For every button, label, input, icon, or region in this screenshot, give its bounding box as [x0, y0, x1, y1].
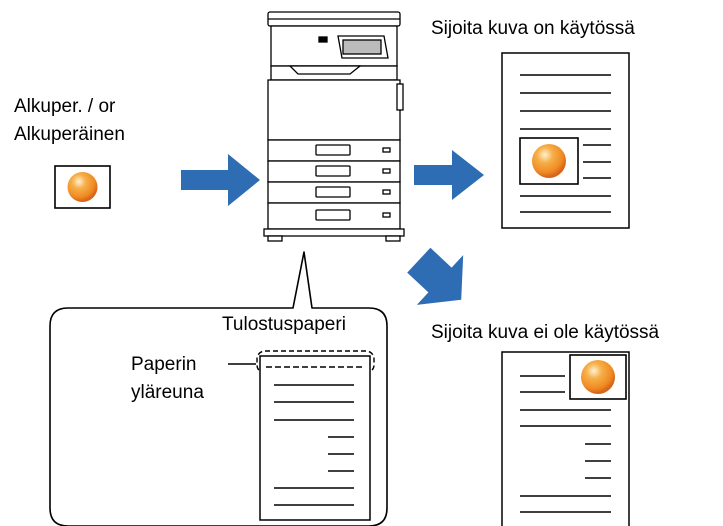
output-paper-sheet [259, 355, 371, 521]
input-arrow-icon [181, 154, 260, 206]
paper-top-label-line2: yläreuna [131, 382, 204, 403]
output-arrow-on-icon [414, 150, 484, 200]
output-arrow-off-icon [407, 247, 464, 305]
paper-top-label-line1: Paperin [131, 354, 197, 375]
original-label-line2: Alkuperäinen [14, 124, 125, 145]
placed-image-on-icon [519, 137, 579, 185]
paper-top-indicator [256, 350, 375, 374]
output-paper-label: Tulostuspaperi [222, 314, 346, 335]
original-label-line1: Alkuper. / or [14, 96, 116, 117]
original-image-icon [54, 165, 111, 209]
result-page-off [501, 351, 630, 526]
printer-icon [263, 11, 405, 242]
placement-on-label: Sijoita kuva on käytössä [431, 18, 635, 39]
placed-image-off-icon [569, 354, 627, 400]
placement-off-label: Sijoita kuva ei ole käytössä [431, 322, 660, 343]
